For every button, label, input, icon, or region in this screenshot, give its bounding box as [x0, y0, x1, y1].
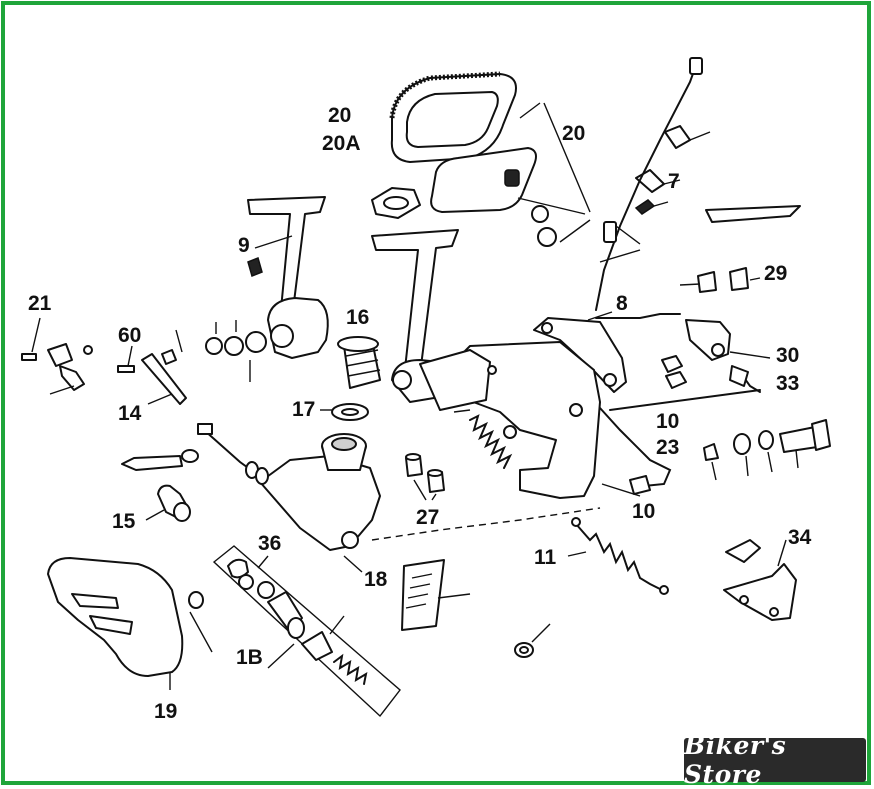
brand-text: Biker's Store — [684, 731, 787, 789]
part-60-pin — [117, 329, 187, 405]
callout-10-upper: 10 — [656, 410, 679, 433]
callout-labels: 20 20A 20 9 7 29 8 21 60 16 30 33 14 17 … — [28, 104, 812, 723]
part-10-brake-line — [599, 407, 672, 497]
callout-20a: 20A — [322, 132, 361, 155]
part-30-brake-valve — [609, 319, 771, 411]
part-16-bushing — [205, 320, 381, 389]
callout-19: 19 — [154, 700, 177, 723]
brake-line — [595, 57, 703, 319]
callout-34: 34 — [788, 526, 812, 549]
part-21-clevis — [21, 317, 93, 395]
callout-21: 21 — [28, 292, 52, 315]
part-14-pushrod — [147, 393, 173, 405]
part-15-bumper — [121, 449, 199, 522]
callout-33: 33 — [776, 372, 799, 395]
callout-11: 11 — [534, 546, 557, 569]
callout-20: 20 — [328, 104, 351, 127]
brand-logo-badge: Biker's Store — [684, 731, 866, 789]
callout-17: 17 — [292, 398, 315, 421]
part-19-pedal-cover — [47, 557, 213, 690]
callout-8: 8 — [616, 292, 628, 315]
part-29-bolts — [679, 267, 761, 293]
callout-20-right: 20 — [562, 122, 585, 145]
part-11-spring — [567, 517, 669, 595]
callout-18: 18 — [364, 568, 388, 591]
callout-29: 29 — [764, 262, 787, 285]
callout-23: 23 — [656, 436, 679, 459]
callout-36: 36 — [258, 532, 281, 555]
callout-60: 60 — [118, 324, 141, 347]
part-18-master-cylinder — [197, 423, 601, 573]
callout-16: 16 — [346, 306, 369, 329]
part-nut-bottom — [514, 623, 551, 658]
part-20-pedal-pad — [389, 71, 591, 247]
callout-10-lower: 10 — [632, 500, 655, 523]
spring-return — [453, 409, 517, 469]
part-pedal-housing — [419, 341, 601, 499]
callout-15: 15 — [112, 510, 136, 533]
callout-30: 30 — [776, 344, 799, 367]
part-1b-repair-kit — [212, 545, 401, 718]
part-label-plate — [401, 559, 471, 631]
part-hardware-right — [661, 355, 831, 481]
callout-7: 7 — [668, 170, 680, 193]
callout-27: 27 — [416, 506, 439, 529]
part-9-pedal-arm-left — [247, 196, 329, 359]
part-17-washer — [320, 403, 369, 421]
part-34-bracket — [723, 539, 797, 621]
callout-9: 9 — [238, 234, 250, 257]
callout-14: 14 — [118, 402, 142, 425]
callout-1b: 1B — [236, 646, 263, 669]
part-27-bushings — [405, 453, 445, 501]
pad-spacer — [371, 187, 421, 219]
